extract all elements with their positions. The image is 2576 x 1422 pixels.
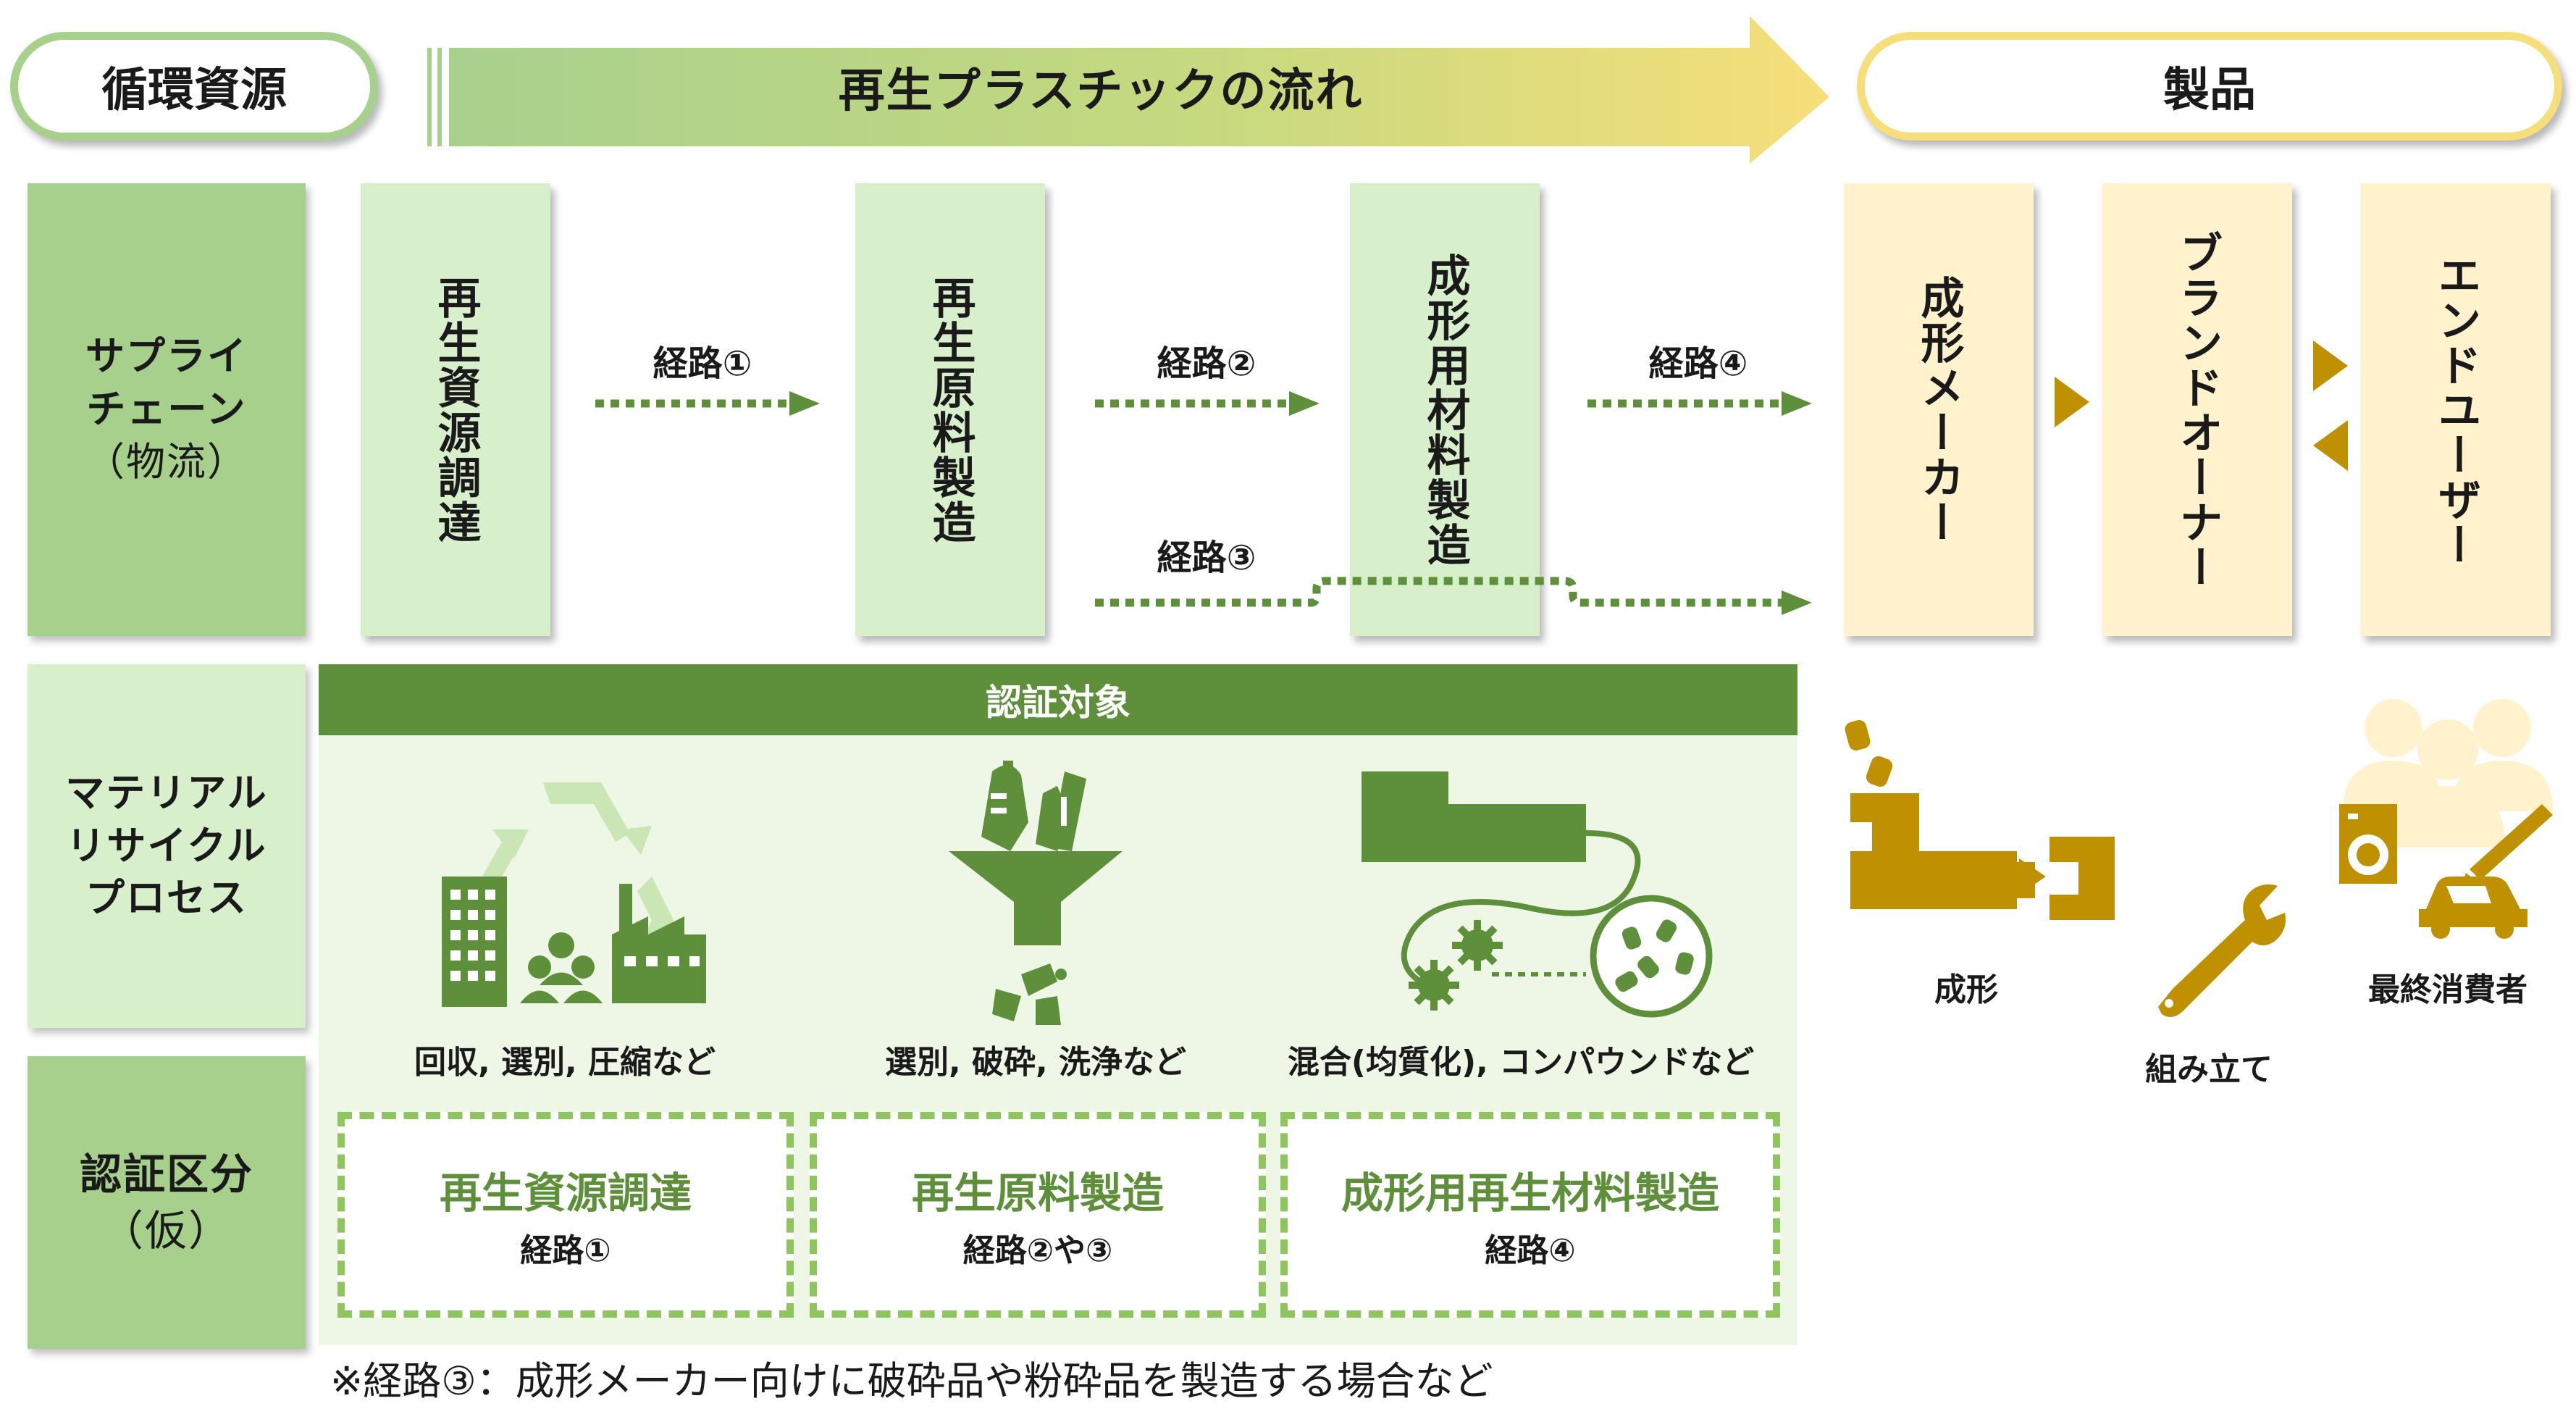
recycle-process-label-line2: リサイクル — [66, 822, 267, 869]
cert-box-resource-procurement-title: 再生資源調達 — [439, 1168, 692, 1218]
supply-chain-row-label: サプライ チェーン （物流） — [28, 183, 306, 636]
cert-target-header: 認証対象 — [319, 664, 1797, 735]
cert-box-raw-material-manufacturing-route: 経路②や③ — [962, 1232, 1113, 1269]
cert-box-molding-material-manufacturing-title: 成形用再生材料製造 — [1341, 1168, 1719, 1218]
cert-category-label-line1: 認証区分 — [79, 1149, 253, 1199]
supply-box-resource-procurement-text: 再生資源調達 — [430, 275, 481, 545]
circular-resource-label: 循環資源 — [101, 64, 287, 117]
collection-recycle-icon — [442, 782, 706, 1007]
cert-target-header-text: 認証対象 — [986, 682, 1130, 724]
product-box-brand-owner-text: ブランドオーナー — [2172, 230, 2223, 590]
product-box-brand-owner: ブランドオーナー — [2102, 183, 2292, 636]
sorting-crushing-icon — [949, 761, 1123, 1025]
supply-chain-label-line1: サプライ — [85, 333, 248, 380]
recycle-process-label-line3: プロセス — [85, 875, 248, 921]
circular-resource-pill: 循環資源 — [10, 32, 378, 141]
cert-box-resource-procurement: 再生資源調達 経路① — [337, 1112, 794, 1318]
supply-box-molding-material-manufacturing-text: 成形用材料製造 — [1419, 252, 1470, 567]
process-caption-compounding: 混合(均質化), コンパウンドなど — [1287, 1044, 1755, 1081]
arrow-user-to-brand — [2313, 420, 2348, 471]
product-box-end-user-text: エンドユーザー — [2430, 252, 2481, 567]
route-1-arrowhead — [789, 391, 820, 416]
supply-box-molding-material-manufacturing: 成形用材料製造 — [1350, 183, 1540, 636]
product-box-end-user: エンドユーザー — [2361, 183, 2551, 636]
flow-banner-title: 再生プラスチックの流れ — [838, 64, 1364, 118]
route-1-label: 経路① — [653, 343, 752, 384]
recycle-process-row-label: マテリアル リサイクル プロセス — [28, 664, 306, 1028]
recycle-process-label-line1: マテリアル — [65, 769, 268, 816]
route-3-label: 経路③ — [1157, 538, 1256, 578]
cert-box-molding-material-manufacturing-route: 経路④ — [1485, 1232, 1576, 1269]
product-caption-assembly: 組み立て — [2145, 1051, 2273, 1088]
supply-box-raw-material-manufacturing-text: 再生原料製造 — [925, 275, 976, 545]
supply-box-resource-procurement: 再生資源調達 — [361, 183, 550, 636]
process-caption-collection: 回収, 選別, 圧縮など — [414, 1044, 716, 1081]
route-4-label: 経路④ — [1648, 343, 1748, 384]
product-caption-consumer: 最終消費者 — [2368, 971, 2527, 1008]
molding-machine-icon — [1845, 720, 2115, 920]
cert-category-row-label: 認証区分 （仮） — [28, 1056, 306, 1349]
route-4-arrowhead — [1782, 391, 1812, 416]
product-box-molding-maker: 成形メーカー — [1844, 183, 2034, 636]
process-caption-sorting: 選別, 破砕, 洗浄など — [884, 1044, 1187, 1081]
cert-box-raw-material-manufacturing-title: 再生原料製造 — [911, 1168, 1164, 1218]
footnote: ※経路③：成形メーカー向けに破砕品や粉砕品を製造する場合など — [330, 1358, 1493, 1404]
route-3-arrowhead — [1782, 590, 1812, 615]
product-label: 製品 — [2163, 64, 2256, 117]
wrench-icon — [2158, 884, 2286, 1017]
compounding-extruder-icon — [1362, 771, 1713, 1018]
supply-chain-label-line3: （物流） — [85, 438, 248, 485]
supply-box-raw-material-manufacturing: 再生原料製造 — [855, 183, 1045, 636]
cert-category-label-line2: （仮） — [101, 1206, 232, 1255]
product-caption-molding: 成形 — [1934, 971, 1998, 1008]
arrow-maker-to-brand — [2055, 377, 2089, 427]
cert-box-resource-procurement-route: 経路① — [520, 1232, 611, 1269]
product-box-molding-maker-text: 成形メーカー — [1913, 275, 1964, 545]
route-2-label: 経路② — [1157, 343, 1256, 384]
route-2-arrowhead — [1289, 391, 1320, 416]
consumers-icon — [2339, 699, 2553, 939]
product-pill: 製品 — [1857, 32, 2562, 141]
cert-box-molding-material-manufacturing: 成形用再生材料製造 経路④ — [1280, 1112, 1780, 1318]
cert-box-raw-material-manufacturing: 再生原料製造 経路②や③ — [810, 1112, 1266, 1318]
flow-arrow-banner — [427, 16, 1829, 164]
arrow-brand-to-user — [2313, 340, 2348, 391]
supply-chain-label-line2: チェーン — [86, 386, 247, 432]
